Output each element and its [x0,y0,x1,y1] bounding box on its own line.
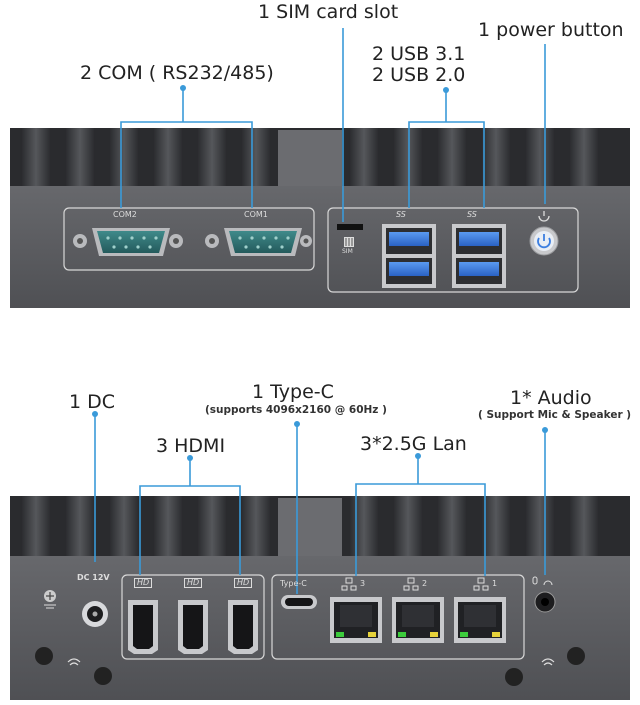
lan-port-2 [392,597,444,643]
com2-port [73,228,183,256]
ground-screw-icon [44,590,56,609]
lan-port-1 [454,597,506,643]
bottom-heatsink-fins [10,496,630,560]
audio-callout-label: 1* Audio [510,387,592,409]
wifi-antenna-icon-right [541,658,555,666]
lan3-panel-label: 3 [360,579,366,588]
hdmi-logo-1: HD [134,578,153,588]
dc-callout-label: 1 DC [69,391,116,413]
lan1-panel-label: 1 [492,579,498,588]
hdmi-logo-2: HD [184,578,203,588]
typec-callout-label: 1 Type-C [252,381,334,403]
hdmi-port-3 [228,600,258,654]
com1-panel-label: COM1 [244,210,268,219]
com-ports-callout-label: 2 COM ( RS232/485) [80,62,274,84]
mic-headphone-icon [532,576,553,586]
power-button [529,211,559,256]
network-icons [341,577,489,591]
com2-panel-label: COM2 [113,210,137,219]
usb-ss-logo-right: SS [467,210,477,219]
com1-port [205,228,312,256]
sim-slot-callout-label: 1 SIM card slot [258,1,399,23]
power-button-callout-label: 1 power button [478,19,624,41]
usb-ss-logo-left: SS [396,210,406,219]
bottom-mount-screws [35,647,585,686]
audio-callout-note: ( Support Mic & Speaker ) [478,409,632,421]
usb-callout-label-b: 2 USB 2.0 [372,64,466,86]
hdmi-logo-3: HD [234,578,253,588]
dc-panel-label: DC 12V [77,573,110,582]
usb-stack-right [452,224,506,288]
dc-jack [82,601,108,627]
typec-panel-label: Type-C [280,579,307,588]
usb-callout-label-a: 2 USB 3.1 [372,43,466,65]
top-callout-lines [120,28,546,222]
audio-jack [534,591,556,613]
lan-callout-label: 3*2.5G Lan [360,433,467,455]
typec-callout-note: (supports 4096x2160 @ 60Hz ) [205,404,387,416]
usb-stack-left [382,224,436,288]
hdmi-port-1 [128,600,158,654]
wifi-antenna-icon-left [67,658,81,666]
top-heatsink-fins [10,128,630,190]
type-c-port [281,595,317,609]
hdmi-port-2 [178,600,208,654]
sim-panel-label: SIM [342,248,353,255]
lan-port-3 [330,597,382,643]
sim-card-slot [337,224,363,247]
bottom-callout-lines [94,414,546,594]
hdmi-callout-label: 3 HDMI [156,435,226,457]
lan2-panel-label: 2 [422,579,428,588]
bottom-chassis-body [10,556,630,700]
